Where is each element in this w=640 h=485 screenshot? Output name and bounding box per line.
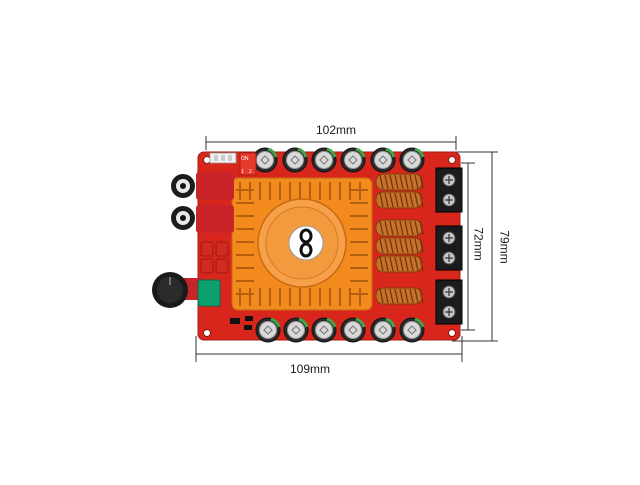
dip-switch-on-label: ON — [241, 156, 249, 162]
inductor — [375, 191, 424, 209]
dimension-inner-label: 72mm — [471, 227, 486, 261]
dimension-top-label: 102mm — [316, 123, 357, 137]
capacitor — [311, 147, 337, 173]
power-connector — [209, 152, 237, 164]
film-capacitors — [200, 241, 229, 274]
capacitor — [252, 147, 278, 173]
dimension-outer-label: 79mm — [497, 230, 512, 264]
inductor — [375, 173, 424, 191]
terminal-block — [435, 167, 463, 213]
dip-switch: ON 1 2 — [239, 152, 257, 176]
capacitor — [283, 317, 309, 343]
capacitor — [282, 147, 308, 173]
capacitor — [399, 147, 425, 173]
volume-knob — [152, 272, 204, 308]
terminal-block — [435, 279, 463, 325]
mounting-holes — [203, 156, 456, 337]
capacitor-row-bottom — [255, 317, 425, 343]
dip-switch-label-1: 1 — [241, 169, 244, 175]
dip-switch-label-2: 2 — [249, 169, 252, 175]
capacitor — [311, 317, 337, 343]
inductor — [375, 219, 424, 237]
green-potentiometer — [197, 279, 221, 307]
capacitor — [340, 317, 366, 343]
inductor — [375, 255, 424, 273]
smd-components — [230, 316, 253, 330]
inductor — [375, 237, 424, 255]
capacitor — [370, 147, 396, 173]
terminal-block — [435, 225, 463, 271]
inductor — [375, 287, 424, 305]
capacitor — [340, 147, 366, 173]
capacitor — [370, 317, 396, 343]
heatsink — [231, 177, 373, 311]
rca-input-jacks — [171, 172, 234, 233]
speaker-terminal-blocks — [435, 167, 463, 325]
dimension-bottom-label: 109mm — [290, 362, 331, 376]
inductor-coils — [375, 173, 424, 305]
infinity-logo-icon — [299, 228, 313, 258]
capacitor-row-top — [252, 147, 425, 173]
dimension-lines — [195, 136, 498, 362]
capacitor — [255, 317, 281, 343]
capacitor — [399, 317, 425, 343]
